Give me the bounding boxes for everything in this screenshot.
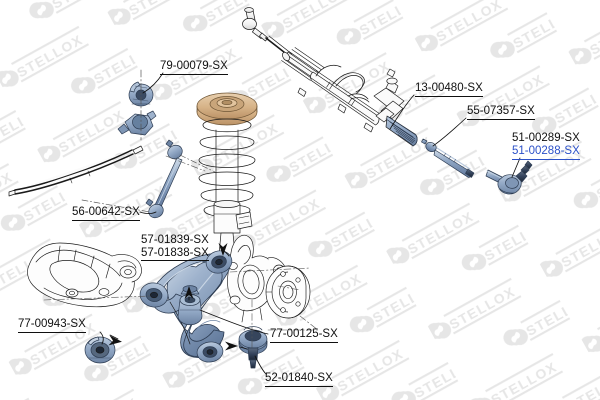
part-number-77-00943-sx[interactable]: 77-00943-SX [18, 318, 86, 333]
part-number-51-00289-sx[interactable]: 51-00289-SX [512, 132, 580, 145]
part-number-text: 77-00125-SX [270, 328, 338, 343]
part-number-text: 51-00288-SX [512, 145, 580, 160]
part-number-text: 52-01840-SX [265, 372, 333, 387]
part-number-77-00125-sx[interactable]: 77-00125-SX [270, 328, 338, 343]
part-number-51-00288-sx[interactable]: 51-00288-SX [512, 145, 580, 160]
part-number-55-07357-sx[interactable]: 55-07357-SX [467, 105, 535, 120]
part-number-79-00079-sx[interactable]: 79-00079-SX [160, 60, 228, 75]
part-number-text: 79-00079-SX [160, 60, 228, 75]
part-number-text-upper: 57-01839-SX [141, 234, 209, 246]
part-number-text: 51-00289-SX [512, 132, 580, 144]
part-number-52-01840-sx[interactable]: 52-01840-SX [265, 372, 333, 387]
part-number-text: 55-07357-SX [467, 105, 535, 120]
part-number-57-0183x-sx[interactable]: 57-01839-SX 57-01838-SX [141, 234, 209, 261]
part-number-text-lower: 57-01838-SX [141, 247, 209, 261]
part-number-56-00642-sx[interactable]: 56-00642-SX [72, 206, 140, 221]
part-number-13-00480-sx[interactable]: 13-00480-SX [415, 82, 483, 97]
part-number-text: 77-00943-SX [18, 318, 86, 333]
part-number-text: 56-00642-SX [72, 206, 140, 221]
part-number-text: 13-00480-SX [415, 82, 483, 97]
